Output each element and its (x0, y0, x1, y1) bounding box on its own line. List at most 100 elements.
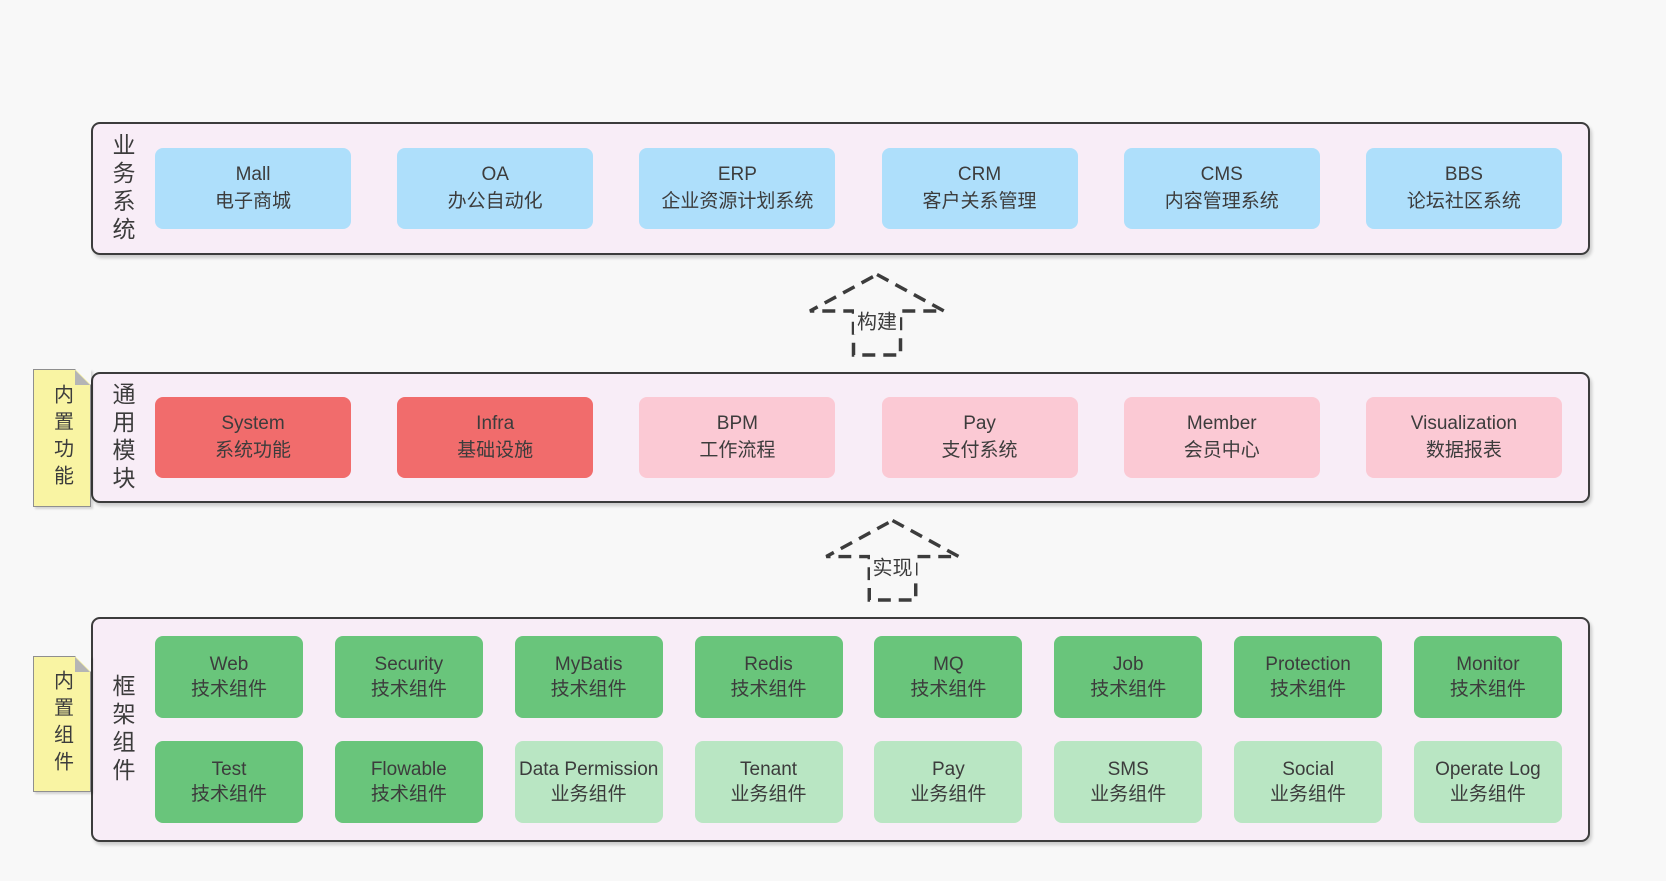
box-bbs: BBS 论坛社区系统 (1365, 148, 1562, 229)
box-desc: 业务组件 (910, 784, 987, 805)
box-desc: 技术组件 (190, 679, 267, 700)
box-name: Test (211, 758, 247, 780)
box-desc: 数据报表 (1425, 439, 1502, 461)
sticky-note-built-in-components: 内置组件 (33, 656, 91, 792)
band-label-common-modules: 通用模块 (109, 381, 135, 494)
box-pay-component: Pay 业务组件 (874, 741, 1023, 823)
box-name: SMS (1107, 758, 1149, 780)
box-desc: 企业资源计划系统 (661, 190, 814, 212)
box-name: CMS (1200, 163, 1243, 185)
box-data-permission: Data Permission 业务组件 (514, 741, 663, 823)
box-member: Member 会员中心 (1123, 397, 1320, 478)
box-flowable: Flowable 技术组件 (334, 741, 483, 823)
box-oa: OA 办公自动化 (397, 148, 594, 229)
box-desc: 客户关系管理 (922, 190, 1037, 212)
box-name: Operate Log (1435, 758, 1541, 780)
box-name: Member (1186, 412, 1257, 434)
sticky-note-built-in-features: 内置功能 (33, 369, 91, 507)
band-framework-components: 内置组件 框架组件 Web 技术组件 Security 技术组件 MyBatis… (33, 617, 1590, 842)
implement-arrow-label: 实现 (869, 551, 916, 581)
box-desc: 办公自动化 (447, 190, 543, 212)
box-cms: CMS 内容管理系统 (1123, 148, 1320, 229)
box-desc: 业务组件 (730, 784, 807, 805)
box-desc: 业务组件 (550, 784, 627, 805)
box-name: Visualization (1410, 412, 1518, 434)
box-name: Infra (476, 412, 515, 434)
box-name: Pay (963, 412, 996, 434)
common-modules-box-row: System 系统功能 Infra 基础设施 BPM 工作流程 Pay 支付系统… (139, 374, 1588, 501)
build-arrow: 构建 (807, 272, 947, 358)
framework-row-1: Web 技术组件 Security 技术组件 MyBatis 技术组件 Redi… (155, 636, 1562, 718)
build-arrow-label: 构建 (854, 305, 900, 335)
box-desc: 电子商城 (214, 190, 291, 212)
box-name: Redis (744, 653, 793, 675)
box-desc: 技术组件 (910, 679, 987, 700)
box-name: OA (481, 163, 509, 185)
box-desc: 业务组件 (1090, 784, 1167, 805)
box-pay-module: Pay 支付系统 (881, 397, 1078, 478)
business-systems-box-row: Mall 电子商城 OA 办公自动化 ERP 企业资源计划系统 CRM 客户关系… (139, 124, 1588, 253)
box-desc: 工作流程 (699, 439, 776, 461)
box-name: Monitor (1456, 653, 1520, 675)
box-name: Mall (235, 163, 271, 185)
sticky-note-label: 内置组件 (50, 670, 73, 778)
band-business-systems: 业务系统 Mall 电子商城 OA 办公自动化 ERP 企业资源计划系统 CRM… (91, 122, 1590, 255)
box-desc: 技术组件 (370, 784, 447, 805)
box-desc: 技术组件 (190, 784, 267, 805)
box-name: ERP (717, 163, 757, 185)
box-name: Protection (1265, 653, 1351, 675)
box-name: Data Permission (518, 758, 659, 780)
box-desc: 基础设施 (457, 439, 534, 461)
box-name: BPM (716, 412, 758, 434)
framework-row-2: Test 技术组件 Flowable 技术组件 Data Permission … (155, 741, 1562, 823)
box-monitor: Monitor 技术组件 (1413, 636, 1562, 718)
box-name: CRM (957, 163, 1002, 185)
box-mq: MQ 技术组件 (874, 636, 1023, 718)
box-name: Security (374, 653, 444, 675)
box-mybatis: MyBatis 技术组件 (514, 636, 663, 718)
box-name: MQ (933, 653, 964, 675)
box-name: MyBatis (554, 653, 623, 675)
box-web: Web 技术组件 (155, 636, 303, 718)
box-security: Security 技术组件 (334, 636, 483, 718)
box-name: BBS (1444, 163, 1483, 185)
box-redis: Redis 技术组件 (694, 636, 843, 718)
box-desc: 支付系统 (941, 439, 1018, 461)
framework-components-box-grid: Web 技术组件 Security 技术组件 MyBatis 技术组件 Redi… (139, 619, 1588, 840)
box-desc: 技术组件 (1270, 679, 1347, 700)
box-erp: ERP 企业资源计划系统 (639, 148, 836, 229)
box-desc: 技术组件 (1090, 679, 1167, 700)
box-name: Tenant (740, 758, 798, 780)
box-desc: 系统功能 (214, 439, 291, 461)
box-infra: Infra 基础设施 (397, 397, 594, 478)
box-tenant: Tenant 业务组件 (694, 741, 843, 823)
implement-arrow: 实现 (822, 518, 963, 603)
band-label-business-systems: 业务系统 (109, 132, 135, 245)
box-desc: 会员中心 (1183, 439, 1260, 461)
box-crm: CRM 客户关系管理 (881, 148, 1078, 229)
box-visualization: Visualization 数据报表 (1365, 397, 1562, 478)
box-desc: 技术组件 (370, 679, 447, 700)
box-mall: Mall 电子商城 (155, 148, 351, 229)
box-desc: 业务组件 (1270, 784, 1347, 805)
band-label-framework-components: 框架组件 (109, 673, 135, 786)
box-desc: 技术组件 (1449, 679, 1526, 700)
box-system: System 系统功能 (155, 397, 351, 478)
box-desc: 业务组件 (1449, 784, 1526, 805)
box-test: Test 技术组件 (155, 741, 303, 823)
band-common-modules: 内置功能 通用模块 System 系统功能 Infra 基础设施 BPM 工作流… (33, 369, 1590, 507)
box-name: System (221, 412, 285, 434)
box-desc: 技术组件 (550, 679, 627, 700)
box-name: Web (209, 653, 249, 675)
box-name: Social (1282, 758, 1334, 780)
box-bpm: BPM 工作流程 (639, 397, 836, 478)
box-operate-log: Operate Log 业务组件 (1413, 741, 1562, 823)
box-desc: 技术组件 (730, 679, 807, 700)
box-job: Job 技术组件 (1054, 636, 1203, 718)
box-protection: Protection 技术组件 (1234, 636, 1383, 718)
box-desc: 内容管理系统 (1164, 190, 1279, 212)
sticky-note-label: 内置功能 (50, 384, 73, 492)
box-social: Social 业务组件 (1234, 741, 1383, 823)
box-sms: SMS 业务组件 (1054, 741, 1203, 823)
